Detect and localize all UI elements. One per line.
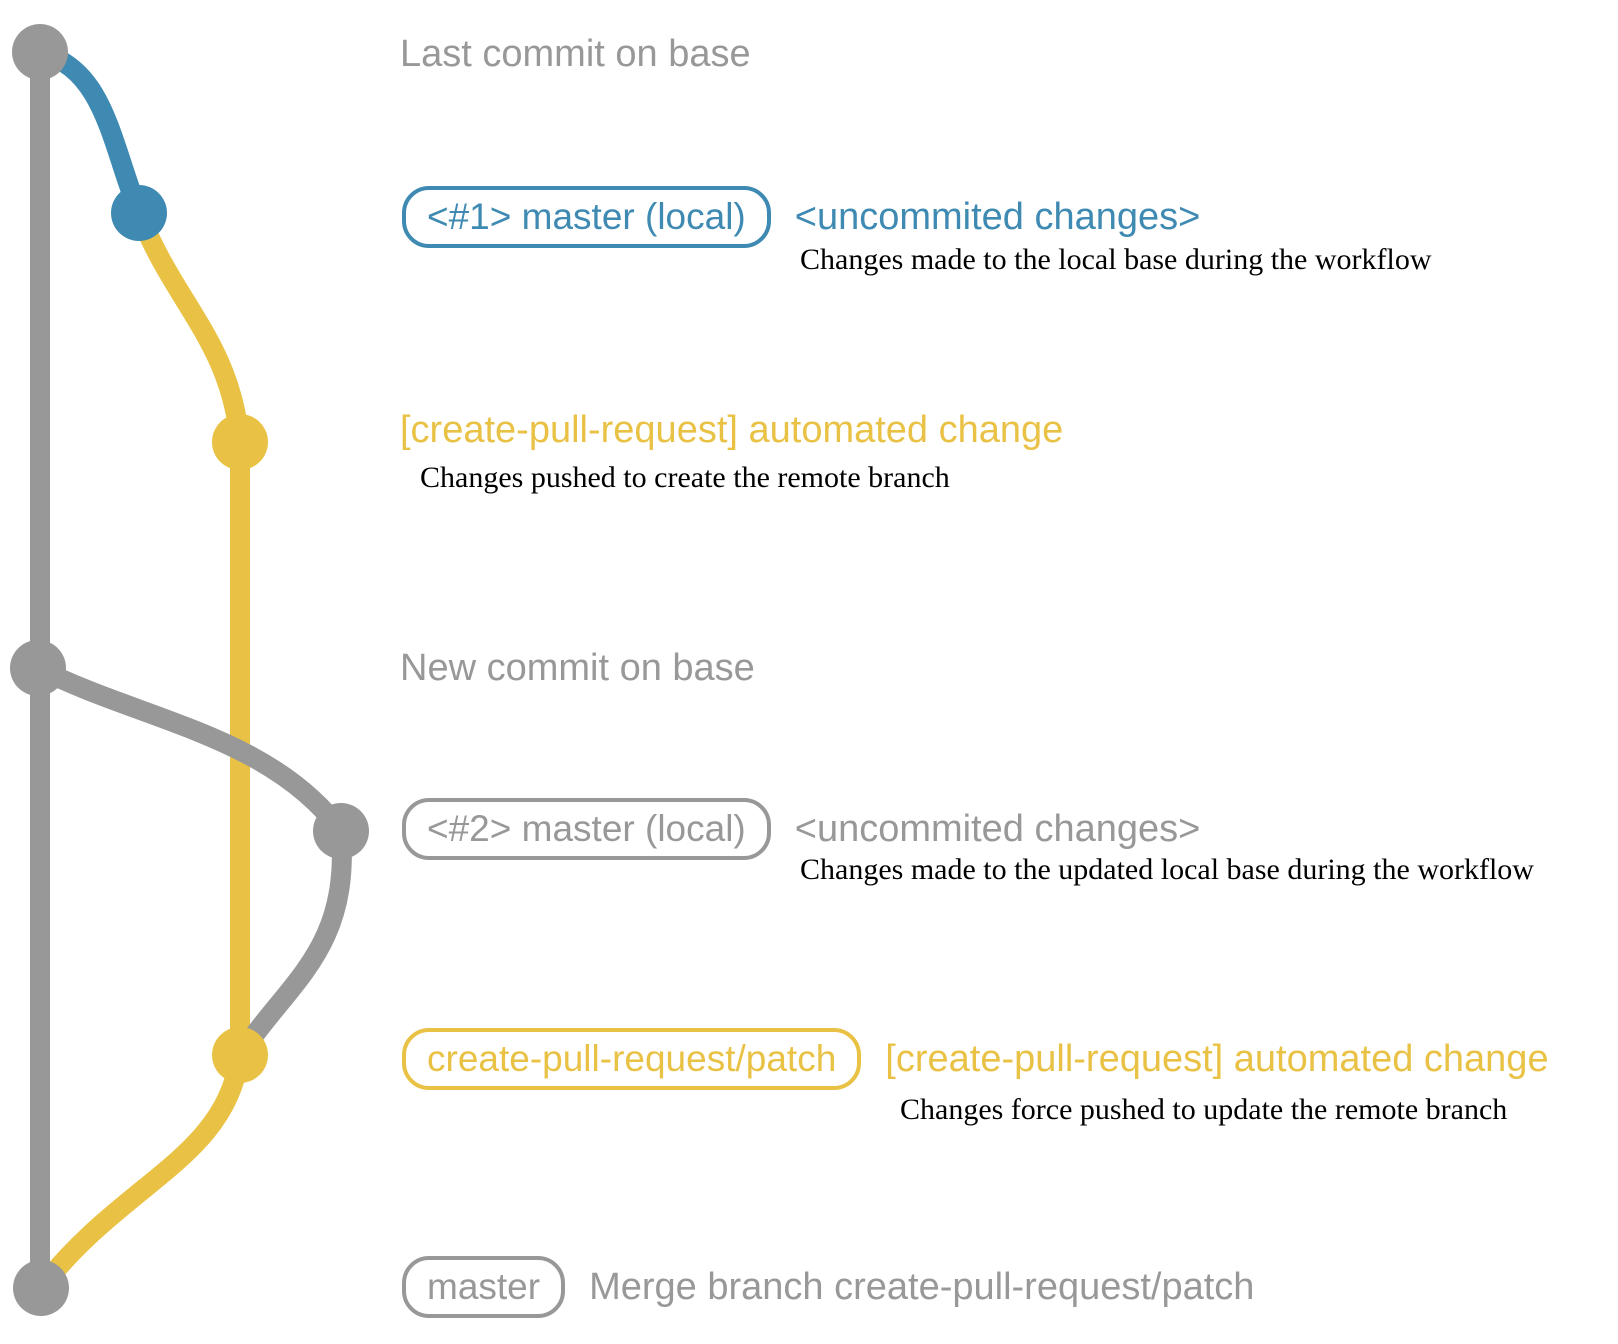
commit-node-local-2 — [313, 803, 369, 859]
row-local-1: <#1> master (local) <uncommited changes> — [402, 186, 1200, 248]
row-merge: master Merge branch create-pull-request/… — [402, 1256, 1254, 1318]
patch-merge-curve — [31, 1045, 250, 1298]
commit-node-merge — [13, 1260, 69, 1316]
patch-branch-curve-1 — [129, 203, 250, 452]
git-graph — [10, 24, 369, 1316]
base-update-curve — [28, 658, 351, 841]
commit-node-patch-1 — [212, 414, 268, 470]
description-patch-1: Changes pushed to create the remote bran… — [420, 461, 950, 494]
row-patch-2: create-pull-request/patch [create-pull-r… — [402, 1028, 1549, 1090]
description-local-1: Changes made to the local base during th… — [800, 243, 1432, 276]
heading-automated-change-2: [create-pull-request] automated change — [885, 1038, 1549, 1080]
annotation-uncommited-2: <uncommited changes> — [794, 808, 1201, 850]
badge-master-local-2: <#2> master (local) — [402, 798, 771, 860]
local-branch-curve-1 — [30, 42, 149, 223]
heading-automated-change-1: [create-pull-request] automated change — [400, 409, 1064, 451]
description-local-2: Changes made to the updated local base d… — [800, 853, 1534, 886]
local-rebase-curve — [230, 821, 352, 1065]
label-new-commit-on-base: New commit on base — [400, 647, 755, 689]
badge-create-pull-request-patch: create-pull-request/patch — [402, 1028, 862, 1090]
commit-node-patch-2 — [212, 1027, 268, 1083]
description-patch-2: Changes force pushed to update the remot… — [900, 1093, 1508, 1126]
annotation-uncommited-1: <uncommited changes> — [794, 196, 1201, 238]
label-merge-branch: Merge branch create-pull-request/patch — [589, 1266, 1255, 1308]
label-last-commit-on-base: Last commit on base — [400, 33, 751, 75]
badge-master: master — [402, 1256, 566, 1318]
commit-node-local-1 — [111, 185, 167, 241]
badge-master-local-1: <#1> master (local) — [402, 186, 771, 248]
row-local-2: <#2> master (local) <uncommited changes> — [402, 798, 1200, 860]
commit-node-new-base — [10, 640, 66, 696]
commit-node-last-base — [12, 24, 68, 80]
